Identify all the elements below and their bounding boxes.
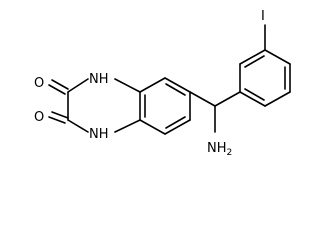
- bond-ch-aryl: [214, 91, 241, 107]
- nh-top-label: NH: [89, 72, 109, 87]
- bond-ar3-ar4: [264, 49, 291, 65]
- amine-label-main: NH: [207, 141, 227, 156]
- bond-c7-c8: [164, 119, 191, 135]
- bond-ar2-ar3-inner: [244, 55, 265, 68]
- bond-c7-c8-inner: [165, 116, 186, 129]
- bond-c3-o-b: [48, 84, 66, 95]
- bond-c2-o-b: [48, 116, 66, 124]
- chemical-structure-diagram: I O O NH NH NH2: [34, 9, 291, 158]
- bond-ar2-ar3: [239, 49, 266, 65]
- bond-n1-c8a: [114, 119, 141, 133]
- bond-c5-c6-inner: [165, 83, 186, 96]
- bond-c2-o-a: [51, 111, 69, 119]
- bond-c3-o-a: [51, 79, 69, 90]
- bond-ar6-ar1: [239, 91, 266, 107]
- bond-c8-c8a: [139, 119, 166, 135]
- bond-c2-n1: [67, 119, 89, 133]
- bond-c4a-c5: [139, 77, 166, 93]
- carbonyl-groups: [48, 79, 69, 124]
- amine-label-subscript: 2: [227, 148, 233, 158]
- oxygen-top-label: O: [34, 76, 44, 91]
- bond-n4-c4a: [114, 78, 141, 93]
- bond-ar5-ar6: [264, 91, 291, 107]
- bond-c6-ch: [189, 91, 216, 107]
- bond-c3-n4: [67, 78, 89, 93]
- bond-ar6-ar1-inner: [244, 88, 265, 101]
- heterocyclic-ring: [67, 78, 141, 133]
- methine-linker: [189, 91, 241, 133]
- iodine-label: I: [261, 9, 265, 24]
- amine-label: NH2: [207, 141, 232, 158]
- oxygen-bottom-label: O: [34, 110, 44, 125]
- nh-bottom-label: NH: [89, 127, 109, 142]
- bond-c5-c6: [164, 77, 191, 93]
- iodophenyl-ring: [239, 24, 291, 107]
- benzo-ring: [139, 77, 191, 135]
